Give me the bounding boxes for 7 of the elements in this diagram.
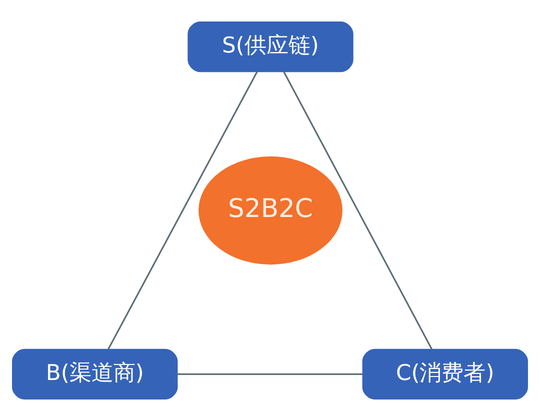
node-box: B(渠道商) xyxy=(12,348,178,400)
connector xyxy=(283,70,433,350)
node-box: C(消费者) xyxy=(362,348,528,400)
connector xyxy=(177,372,363,375)
node-box: S(供应链) xyxy=(188,20,354,72)
connector xyxy=(107,70,258,350)
node-ellipse: S2B2C xyxy=(198,156,342,264)
